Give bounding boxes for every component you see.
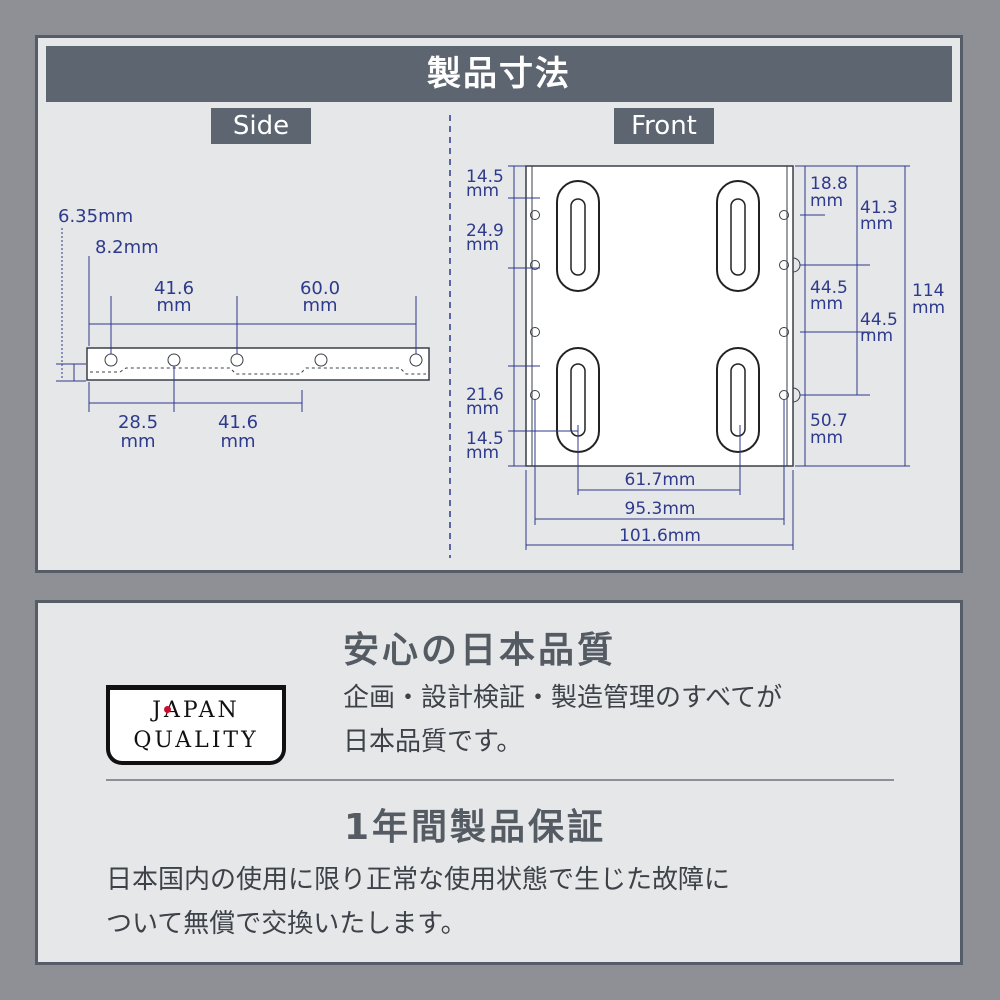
dim-114-unit: mm (912, 298, 945, 318)
badge-line2: QUALITY (133, 728, 259, 753)
dim-14-5-bottom: 14.5 (466, 429, 504, 449)
badge-red-dot (164, 706, 171, 713)
quality-panel: JAPAN QUALITY 安心の日本品質 企画・設計検証・製造管理のすべてが … (35, 600, 963, 965)
warranty-text-line2: ついて無償で交換いたします。 (106, 909, 467, 939)
side-dimension-labels: 6.35mm 8.2mm 41.6 mm 60.0 mm 28.5 mm 41.… (58, 206, 340, 452)
warranty-text-line1: 日本国内の使用に限り正常な使用状態で生じた故障に (106, 865, 731, 895)
quality-heading: 安心の日本品質 (343, 630, 617, 671)
dim-41-3: 41.3 (860, 198, 898, 218)
dim-60-0: 60.0 (300, 278, 340, 299)
slot-top-left (556, 180, 600, 292)
badge-line1: JAPAN (152, 698, 240, 723)
slot-bottom-right (716, 347, 760, 453)
dimensions-panel: 製品寸法 Side Front (35, 35, 963, 573)
dim-101-6: 101.6mm (619, 526, 701, 546)
dim-18-8-unit: mm (810, 191, 843, 211)
dim-41-6-bottom: 41.6 (218, 412, 258, 433)
dim-14-5-top-unit: mm (466, 181, 499, 201)
dim-21-6: 21.6 (466, 385, 504, 405)
dim-50-7-unit: mm (810, 428, 843, 448)
dim-28-5: 28.5 (118, 412, 158, 433)
section-divider (106, 779, 894, 781)
dim-41-6-top: 41.6 (154, 278, 194, 299)
dim-6-35: 6.35mm (58, 206, 133, 227)
dim-44-5-a-unit: mm (810, 294, 843, 314)
dim-8-2: 8.2mm (95, 237, 159, 258)
dim-21-6-unit: mm (466, 399, 499, 419)
side-view-drawing (56, 228, 430, 412)
dim-14-5-bottom-unit: mm (466, 443, 499, 463)
dimensions-title: 製品寸法 (46, 46, 952, 102)
dim-14-5-top: 14.5 (466, 167, 504, 187)
dim-44-5-a: 44.5 (810, 278, 848, 298)
dim-24-9: 24.9 (466, 221, 504, 241)
dim-50-7: 50.7 (810, 411, 848, 431)
dim-60-0-unit: mm (302, 295, 337, 316)
quality-text-line2: 日本品質です。 (343, 727, 523, 757)
dim-44-5-b-unit: mm (860, 326, 893, 346)
slot-top-right (716, 180, 760, 292)
dim-61-7: 61.7mm (625, 470, 696, 490)
dim-44-5-b: 44.5 (860, 310, 898, 330)
dim-41-6-top-unit: mm (156, 295, 191, 316)
front-dimension-lines (508, 165, 910, 550)
dim-95-3: 95.3mm (625, 499, 696, 519)
front-view-label: Front (614, 108, 714, 144)
side-hole (314, 353, 328, 367)
dim-41-6-bottom-unit: mm (220, 431, 255, 452)
dim-114: 114 (912, 281, 944, 301)
warranty-heading: 1年間製品保証 (344, 807, 607, 848)
dim-41-3-unit: mm (860, 214, 893, 234)
quality-text-line1: 企画・設計検証・製造管理のすべてが (343, 683, 783, 713)
front-view-drawing (525, 165, 801, 467)
side-bracket (86, 347, 430, 381)
dim-18-8: 18.8 (810, 174, 848, 194)
dim-24-9-unit: mm (466, 235, 499, 255)
front-plate (525, 165, 794, 467)
front-dimension-labels: 14.5 mm 24.9 mm 21.6 mm 14.5 mm 18.8 mm … (466, 167, 945, 546)
side-view-label: Side (211, 108, 311, 144)
dim-28-5-unit: mm (120, 431, 155, 452)
japan-quality-badge: JAPAN QUALITY (106, 685, 286, 765)
